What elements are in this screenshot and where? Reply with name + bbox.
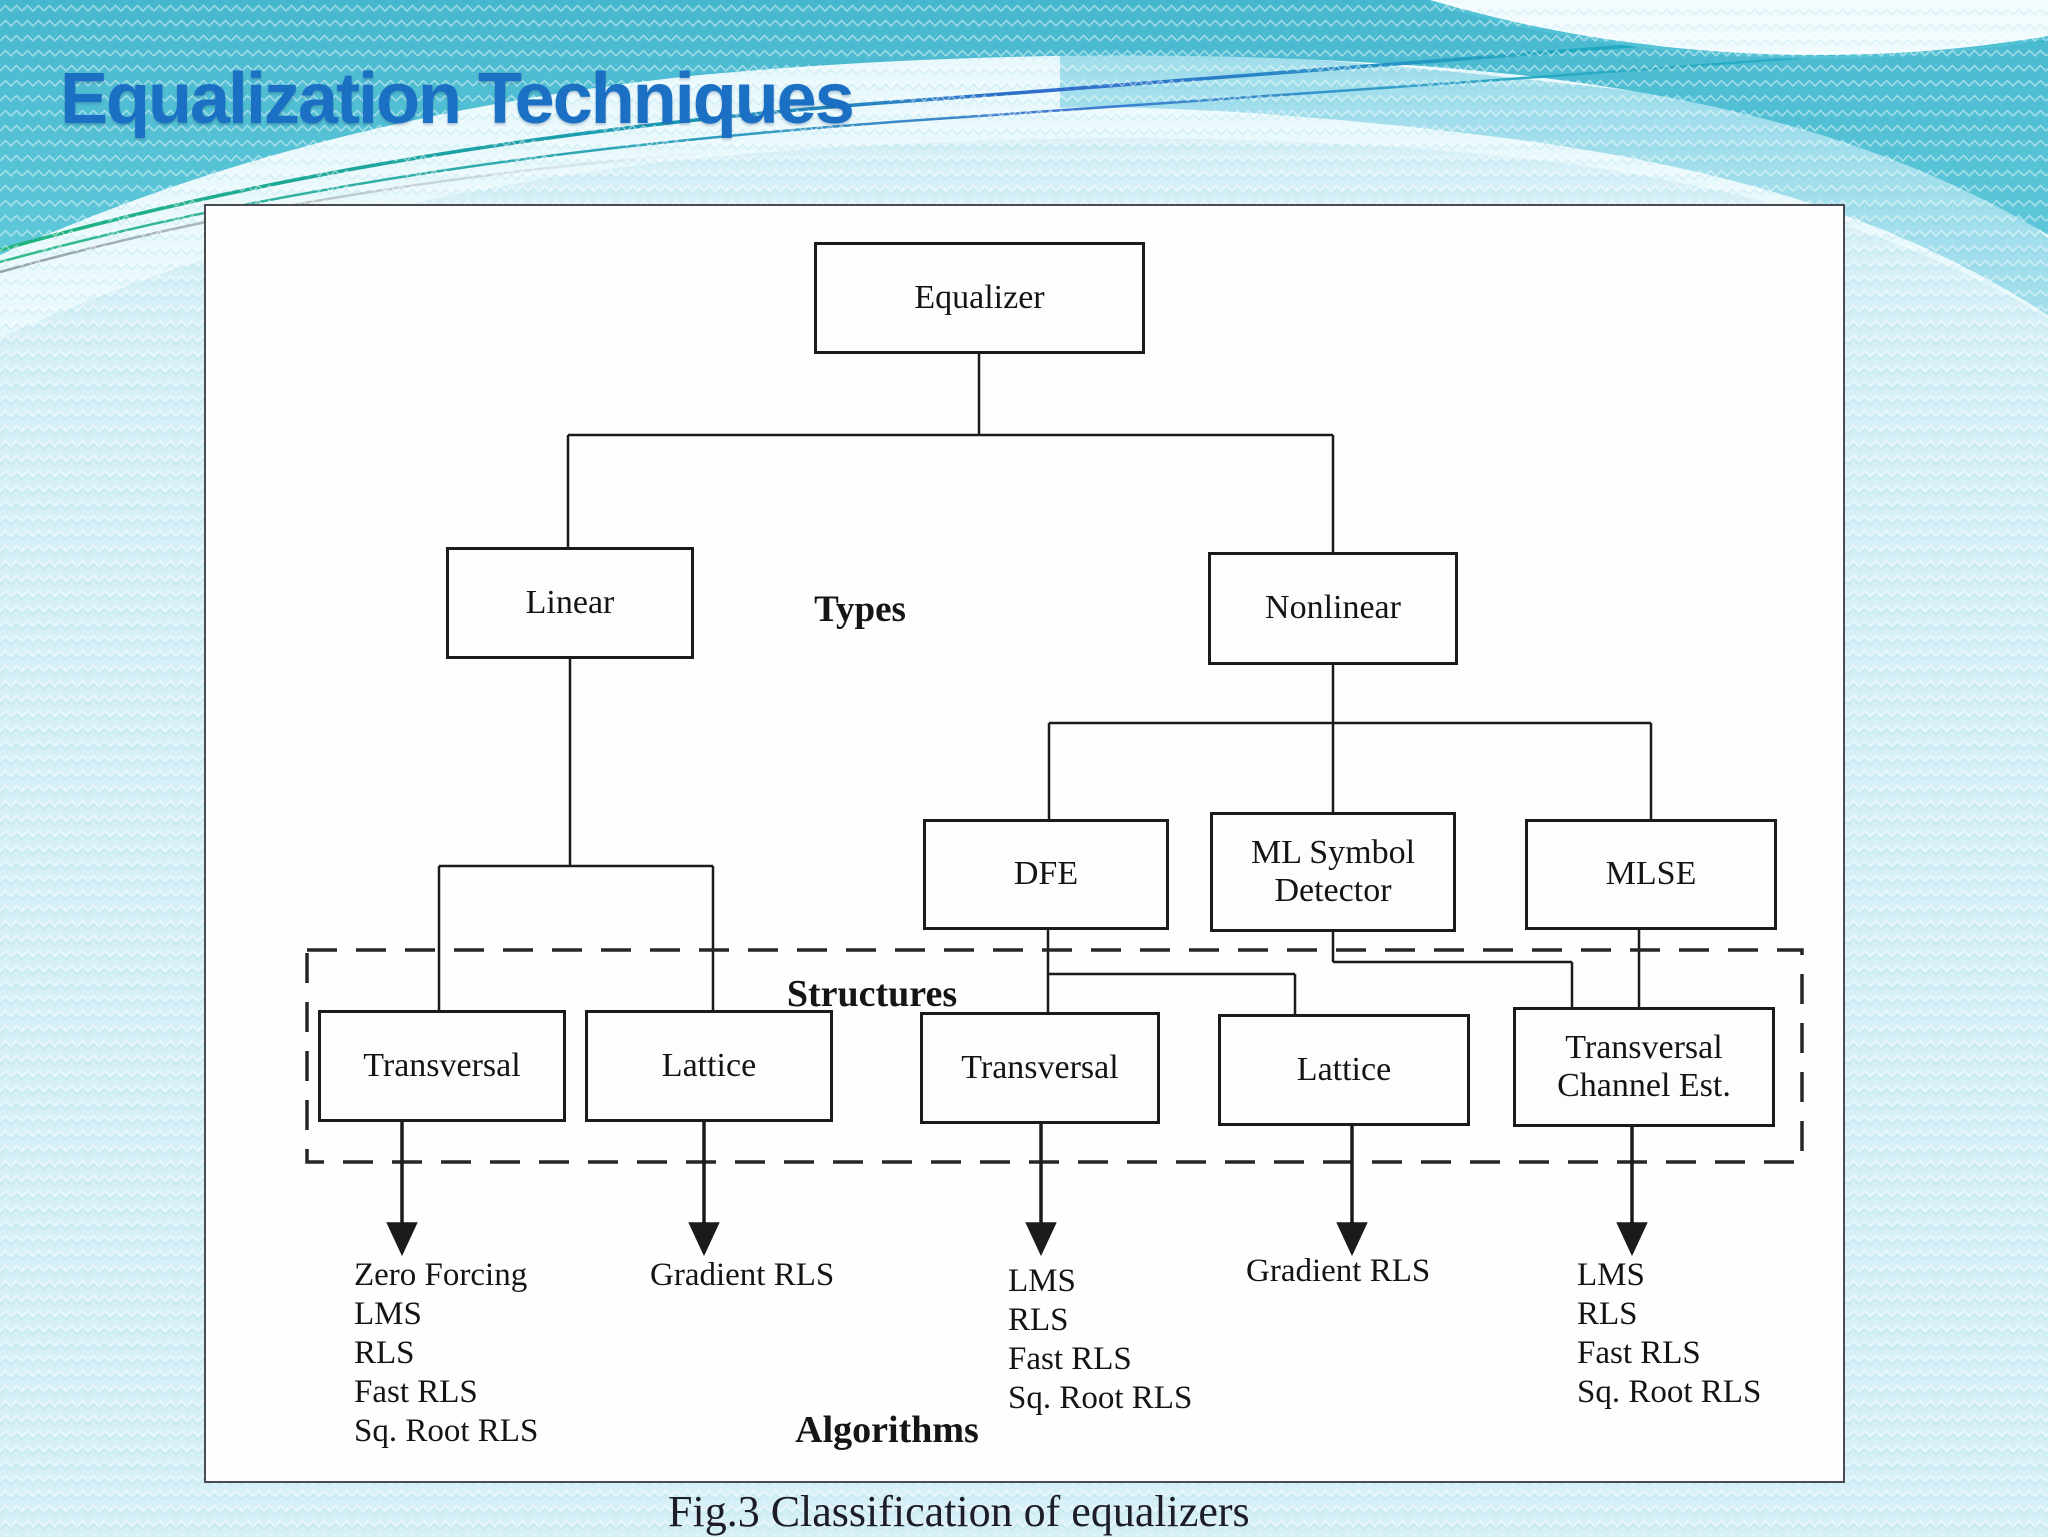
node-dfe-lattice: Lattice: [1218, 1014, 1470, 1126]
algorithms-label: Algorithms: [795, 1409, 979, 1451]
algorithm-item: Gradient RLS: [650, 1257, 835, 1293]
algorithm-list-mlse-transversal: LMS RLS Fast RLS Sq. Root RLS: [1577, 1256, 1761, 1412]
structures-dashed-region: [305, 948, 1804, 1164]
algorithm-list-dfe-lattice: Gradient RLS: [1246, 1252, 1430, 1291]
slide-title: Equalization Techniques: [60, 59, 855, 139]
algorithm-item: Fast RLS: [354, 1374, 478, 1410]
algorithm-list-dfe-transversal: LMS RLS Fast RLS Sq. Root RLS: [1008, 1262, 1192, 1418]
node-dfe: DFE: [923, 819, 1169, 930]
algorithm-item: Fast RLS: [1008, 1341, 1132, 1377]
algorithm-item: Sq. Root RLS: [1008, 1380, 1193, 1416]
algorithm-list-linear-lattice: Gradient RLS: [650, 1256, 834, 1295]
figure-caption: Fig.3 Classification of equalizers: [668, 1487, 1250, 1536]
algorithm-item: Fast RLS: [1577, 1335, 1701, 1371]
algorithm-item: Zero Forcing: [354, 1257, 528, 1293]
figure-panel: Equalizer Linear Nonlinear DFE ML Symbol…: [204, 204, 1845, 1483]
node-nonlinear: Nonlinear: [1208, 552, 1458, 665]
node-equalizer: Equalizer: [814, 242, 1145, 354]
algorithm-item: RLS: [354, 1335, 415, 1371]
algorithm-item: Sq. Root RLS: [354, 1413, 539, 1449]
node-mlse: MLSE: [1525, 819, 1777, 930]
algorithm-item: LMS: [354, 1296, 422, 1332]
algorithm-item: Gradient RLS: [1246, 1253, 1431, 1289]
algorithm-item: Sq. Root RLS: [1577, 1374, 1762, 1410]
node-linear-lattice: Lattice: [585, 1010, 833, 1122]
algorithm-item: RLS: [1008, 1302, 1069, 1338]
diagram-connectors: [305, 354, 1804, 1257]
node-linear-transversal: Transversal: [318, 1010, 566, 1122]
node-linear: Linear: [446, 547, 694, 659]
algorithm-item: LMS: [1008, 1263, 1076, 1299]
node-ml-symbol-detector: ML Symbol Detector: [1210, 812, 1456, 932]
node-dfe-transversal: Transversal: [920, 1012, 1160, 1124]
structures-label: Structures: [786, 973, 958, 1015]
node-mlse-transversal-channel-est: Transversal Channel Est.: [1513, 1007, 1775, 1127]
types-label: Types: [814, 589, 906, 630]
algorithm-item: RLS: [1577, 1296, 1638, 1332]
algorithm-list-linear-transversal: Zero Forcing LMS RLS Fast RLS Sq. Root R…: [354, 1256, 538, 1451]
algorithm-item: LMS: [1577, 1257, 1645, 1293]
